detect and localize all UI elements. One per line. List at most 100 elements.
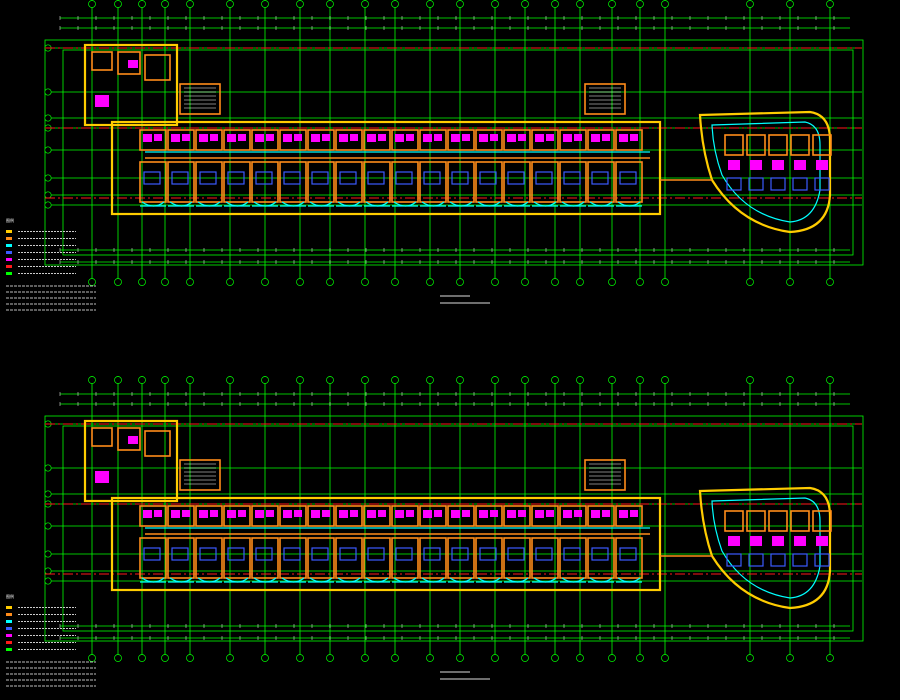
room-north [503, 129, 531, 151]
grid-bubble-bottom [326, 654, 334, 662]
bathroom-fixture [283, 134, 292, 142]
bathroom-fixture [619, 134, 628, 142]
grid-bubble-bottom [426, 654, 434, 662]
bathroom-fixture [479, 134, 488, 142]
upper-floor-plan [6, 0, 864, 311]
bathroom-fixture [535, 510, 544, 518]
room-south [251, 161, 279, 203]
bathroom-fixture [546, 510, 554, 517]
room-north [587, 129, 615, 151]
grid-bubble-top [521, 0, 529, 8]
bathroom-fixture [171, 510, 180, 518]
east-wing-furniture [726, 553, 742, 567]
stair-core [179, 459, 221, 491]
bed-furniture [311, 171, 329, 185]
bed-furniture [283, 547, 301, 561]
dimension-frame [44, 415, 864, 642]
bathroom-fixture [378, 510, 386, 517]
bathroom-fixture [350, 510, 358, 517]
room-south [335, 161, 363, 203]
bed-furniture [479, 171, 497, 185]
room-north [167, 129, 195, 151]
legend-swatch [6, 620, 12, 623]
bathroom-fixture [311, 134, 320, 142]
east-wing-room [790, 134, 810, 156]
lower-floor-plan [6, 376, 864, 687]
room-south [139, 161, 167, 203]
building-outline [110, 496, 662, 592]
grid-bubble-bottom [296, 654, 304, 662]
bathroom-fixture [322, 510, 330, 517]
legend-swatch [6, 265, 12, 268]
room-south [615, 161, 643, 203]
bathroom-fixture [507, 510, 516, 518]
bathroom-fixture [462, 510, 470, 517]
room-north [335, 505, 363, 527]
west-wing-outline [83, 43, 179, 127]
stair-core [179, 83, 221, 115]
bathroom-fixture [199, 510, 208, 518]
east-wing-room [746, 510, 766, 532]
bed-furniture [199, 171, 217, 185]
grid-bubble-top [361, 0, 369, 8]
bathroom-fixture [619, 510, 628, 518]
grid-bubble-top [576, 376, 584, 384]
grid-bubble-left [44, 146, 52, 154]
east-wing-furniture [770, 553, 786, 567]
grid-bubble-bottom [261, 654, 269, 662]
east-wing-fixture [772, 160, 784, 170]
grid-bubble-top [661, 0, 669, 8]
grid-bubble-top [161, 0, 169, 8]
east-wing-room [812, 134, 832, 156]
room-north [307, 129, 335, 151]
bathroom-fixture [423, 510, 432, 518]
legend-swatch [6, 627, 12, 630]
bathroom-fixture [630, 134, 638, 141]
east-wing-furniture [792, 177, 808, 191]
legend-swatch [6, 251, 12, 254]
grid-bubble-left [44, 522, 52, 530]
grid-bubble-bottom [88, 654, 96, 662]
room-north [279, 505, 307, 527]
bathroom-fixture [591, 134, 600, 142]
east-wing-room [812, 510, 832, 532]
east-wing-fixture [728, 536, 740, 546]
room-north [251, 505, 279, 527]
grid-bubble-left [44, 567, 52, 575]
room-north [447, 129, 475, 151]
grid-bubble-bottom [491, 278, 499, 286]
bed-furniture [227, 547, 245, 561]
dimension-frame-inner [62, 49, 854, 256]
grid-bubble-top [326, 376, 334, 384]
grid-bubble-bottom [261, 278, 269, 286]
room-south [223, 161, 251, 203]
room-north [223, 129, 251, 151]
room-north [615, 505, 643, 527]
bathroom-fixture [182, 510, 190, 517]
room-north [531, 129, 559, 151]
grid-bubble-bottom [608, 278, 616, 286]
grid-bubble-top [114, 0, 122, 8]
room-north [307, 505, 335, 527]
grid-bubble-bottom [186, 654, 194, 662]
room-north [559, 129, 587, 151]
grid-bubble-bottom [576, 278, 584, 286]
grid-bubble-bottom [636, 654, 644, 662]
grid-bubble-top [636, 376, 644, 384]
bed-furniture [367, 171, 385, 185]
room-north [195, 129, 223, 151]
grid-bubble-top [786, 0, 794, 8]
bed-furniture [507, 171, 525, 185]
bed-furniture [423, 547, 441, 561]
grid-bubble-top [226, 0, 234, 8]
bed-furniture [591, 547, 609, 561]
room-north [391, 129, 419, 151]
east-wing-furniture [814, 177, 830, 191]
bed-furniture [339, 171, 357, 185]
grid-bubble-bottom [361, 654, 369, 662]
east-wing-room [724, 134, 744, 156]
bathroom-fixture [434, 510, 442, 517]
grid-bubble-bottom [326, 278, 334, 286]
